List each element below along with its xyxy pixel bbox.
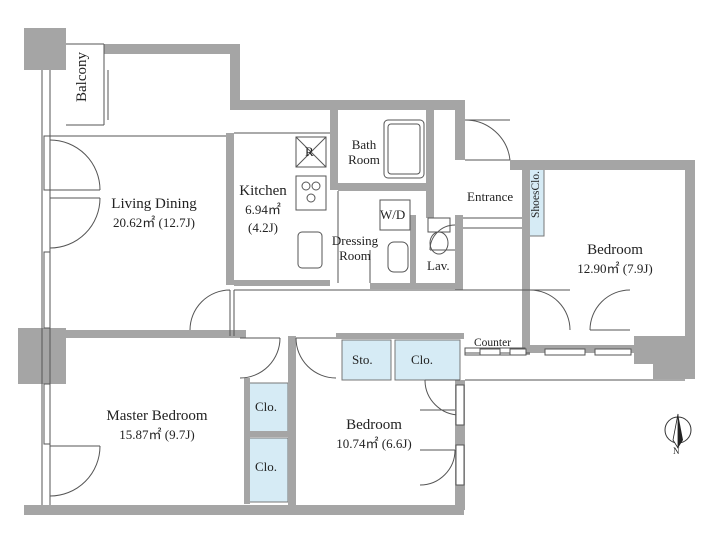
master-closet-2-fill (247, 437, 289, 503)
wall-bath-w (330, 110, 338, 190)
bedroom-east-name: Bedroom (587, 242, 643, 258)
wall-master-n (66, 330, 246, 338)
wall-kitchen-s (234, 280, 330, 286)
wall-bedroom-w (522, 170, 530, 355)
living-area: 20.62㎡ (12.7J) (113, 215, 195, 231)
bath-room-label: Bath Room (342, 137, 386, 168)
wall-north-3 (230, 100, 455, 110)
master-bedroom-label: Master Bedroom 15.87㎡ (9.7J) (84, 408, 230, 443)
bedroom-east-label: Bedroom 12.90㎡ (7.9J) (555, 242, 675, 277)
stove-fixture (295, 175, 327, 211)
column-se-2 (653, 355, 695, 379)
wall-lav-e (455, 215, 463, 290)
wall-closet-w (244, 378, 250, 504)
master-closet-1-label: Clo. (255, 399, 278, 414)
bath-name: Bath (351, 137, 377, 152)
bedroom-south-area: 10.74㎡ (6.6J) (336, 436, 412, 452)
wall-lav-w (410, 215, 416, 287)
compass-label: N (673, 446, 680, 456)
wall-north-1 (104, 44, 240, 54)
counter-label: Counter (474, 337, 512, 349)
bedroom-east-area: 12.90㎡ (7.9J) (577, 261, 653, 277)
bedroom-south-label: Bedroom 10.74㎡ (6.6J) (318, 417, 430, 452)
closet-fills (247, 167, 545, 503)
wall-kitchen-w (226, 133, 234, 285)
living-name: Living Dining (111, 196, 197, 212)
wall-north-2 (230, 44, 240, 106)
wall-south (24, 505, 464, 515)
wall-north-4 (510, 160, 695, 170)
fridge-fixture (295, 136, 327, 168)
wall-entrance-w (455, 100, 465, 160)
kitchen-name: Kitchen (239, 183, 287, 199)
entrance-label: Entrance (467, 189, 514, 204)
shoes-closet-label: ShoesClo. (530, 171, 542, 218)
master-closet-1-fill (247, 382, 289, 434)
wall-bath-e (426, 110, 434, 218)
kitchen-jo: (4.2J) (248, 220, 278, 236)
living-dining-label: Living Dining 20.62㎡ (12.7J) (86, 196, 222, 231)
dressing-room-label: Dressing Room (330, 233, 380, 264)
fridge-label: R (305, 144, 314, 159)
balcony-label: Balcony (74, 52, 90, 102)
toilet-bowl (429, 231, 449, 255)
kitchen-area: 6.94㎡ (245, 202, 281, 218)
fixtures (295, 119, 451, 273)
compass-icon (664, 413, 692, 450)
storage-fill (341, 339, 392, 381)
wall-east (685, 160, 695, 340)
column-nw (24, 28, 66, 70)
wall-bath-s (338, 183, 430, 191)
basin-fixture (387, 241, 409, 273)
wall-hall-n (336, 333, 464, 339)
bath-name-2: Room (348, 151, 380, 167)
windows (43, 135, 632, 486)
hall-closet-fill (394, 339, 461, 381)
bathtub-fixture (383, 119, 425, 179)
wall-bed-s-w (288, 336, 296, 506)
wall-closet-mid (250, 431, 288, 437)
kitchen-label: Kitchen 6.94㎡ (4.2J) (232, 183, 294, 236)
storage-label: Sto. (352, 352, 373, 367)
washer-fixture (379, 199, 411, 231)
bedroom-south-name: Bedroom (346, 417, 402, 433)
hall-closet-label: Clo. (411, 352, 434, 367)
master-name: Master Bedroom (106, 408, 208, 424)
lav-label: Lav. (427, 258, 450, 273)
sink-fixture (297, 231, 323, 269)
master-area: 15.87㎡ (9.7J) (119, 427, 195, 443)
toilet-tank (427, 217, 451, 233)
washer-label: W/D (380, 207, 406, 222)
dressing-name: Dressing (331, 233, 379, 248)
master-closet-2-label: Clo. (255, 459, 278, 474)
dressing-name-2: Room (339, 247, 371, 263)
